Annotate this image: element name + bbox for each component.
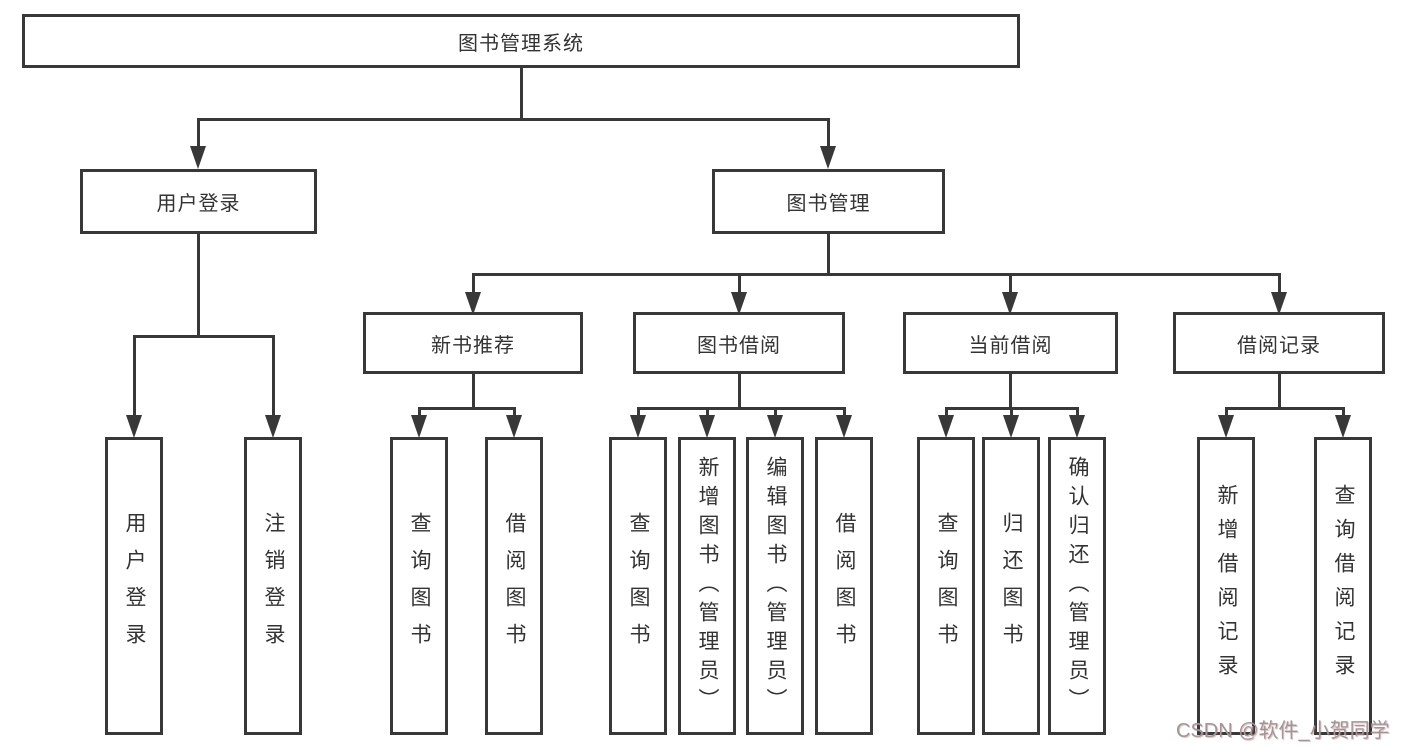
node-label: 图书管理系统 xyxy=(458,32,584,55)
node-label: 图书借阅 xyxy=(697,334,781,357)
node-label: 当前借阅 xyxy=(968,334,1053,357)
connector-leaf-drop xyxy=(637,407,640,416)
leaf-user-login: 用户登录 xyxy=(105,437,163,735)
node-label: 新书推荐 xyxy=(431,334,515,357)
node-new-book-recommend: 新书推荐 xyxy=(363,312,583,374)
connector-leaf-drop xyxy=(945,407,948,416)
connector-group-stub xyxy=(472,374,475,410)
connector-user-hline xyxy=(133,335,275,338)
node-label: 用户登录 xyxy=(123,512,146,660)
arrow-down-icon xyxy=(411,415,427,438)
node-book-management: 图书管理 xyxy=(712,169,945,234)
connector-group-hline xyxy=(1225,407,1344,410)
connector-leaf-drop xyxy=(1342,407,1345,416)
connector-leaf-drop xyxy=(1076,407,1079,416)
connector-root-stub xyxy=(520,68,523,121)
arrow-down-icon xyxy=(1003,415,1019,438)
connector-user-stub xyxy=(197,234,200,338)
leaf-edit-books-admin: 编辑图书（管理员） xyxy=(746,437,804,735)
connector-book-mgmt-drop xyxy=(827,118,830,147)
node-current-borrowing: 当前借阅 xyxy=(903,312,1118,374)
leaf-borrow-books-recommend: 借阅图书 xyxy=(485,437,543,735)
arrow-down-icon xyxy=(820,146,836,169)
connector-leaf-drop xyxy=(1225,407,1228,416)
node-label: 查询图书 xyxy=(627,512,650,660)
connector-group-stub xyxy=(1278,374,1281,410)
connector-user-login-drop xyxy=(197,118,200,147)
connector-leaf-drop xyxy=(513,407,516,416)
node-label: 新增图书（管理员） xyxy=(696,455,719,717)
leaf-logout: 注销登录 xyxy=(244,437,302,735)
connector-group-drop xyxy=(1278,273,1281,293)
connector-leaf-drop xyxy=(133,335,136,416)
leaf-borrow-books-borrowing: 借阅图书 xyxy=(815,437,873,735)
node-user-login: 用户登录 xyxy=(80,169,317,234)
node-label: 借阅记录 xyxy=(1237,334,1321,357)
node-label: 新增借阅记录 xyxy=(1215,484,1238,688)
node-label: 借阅图书 xyxy=(503,512,526,660)
arrow-down-icon xyxy=(836,415,852,438)
connector-mgmt-stub xyxy=(827,234,830,276)
connector-root-hline xyxy=(197,118,830,121)
arrow-down-icon xyxy=(938,415,954,438)
arrow-down-icon xyxy=(767,415,783,438)
node-library-system: 图书管理系统 xyxy=(22,14,1020,68)
connector-group-stub xyxy=(738,374,741,410)
arrow-down-icon xyxy=(465,292,481,315)
connector-group-drop xyxy=(1009,273,1012,293)
connector-leaf-drop xyxy=(774,407,777,416)
arrow-down-icon xyxy=(1271,292,1287,315)
node-label: 图书管理 xyxy=(786,193,871,215)
leaf-query-books-current: 查询图书 xyxy=(917,437,975,735)
arrow-down-icon xyxy=(1335,415,1351,438)
leaf-add-borrow-record: 新增借阅记录 xyxy=(1197,437,1255,735)
leaf-query-books-recommend: 查询图书 xyxy=(390,437,448,735)
node-label: 借阅图书 xyxy=(833,512,856,660)
arrow-down-icon xyxy=(1069,415,1085,438)
connector-leaf-drop xyxy=(418,407,421,416)
connector-group-stub xyxy=(1009,374,1012,410)
connector-leaf-drop xyxy=(272,335,275,416)
arrow-down-icon xyxy=(699,415,715,438)
arrow-down-icon xyxy=(1218,415,1234,438)
arrow-down-icon xyxy=(506,415,522,438)
leaf-query-borrow-record: 查询借阅记录 xyxy=(1314,437,1372,735)
node-label: 查询图书 xyxy=(408,512,431,660)
leaf-return-books: 归还图书 xyxy=(982,437,1040,735)
node-book-borrowing: 图书借阅 xyxy=(633,312,845,374)
leaf-confirm-return-admin: 确认归还（管理员） xyxy=(1048,437,1106,735)
arrow-down-icon xyxy=(630,415,646,438)
node-label: 查询借阅记录 xyxy=(1332,484,1355,688)
arrow-down-icon xyxy=(265,415,281,438)
connector-mgmt-hline xyxy=(472,273,1280,276)
node-borrowing-records: 借阅记录 xyxy=(1173,312,1385,374)
node-label: 查询图书 xyxy=(935,512,958,660)
arrow-down-icon xyxy=(126,415,142,438)
connector-group-hline xyxy=(418,407,516,410)
leaf-add-books-admin: 新增图书（管理员） xyxy=(678,437,736,735)
connector-group-hline xyxy=(637,407,845,410)
connector-group-drop xyxy=(472,273,475,293)
connector-leaf-drop xyxy=(843,407,846,416)
arrow-down-icon xyxy=(1002,292,1018,315)
node-label: 归还图书 xyxy=(1000,512,1023,660)
node-label: 注销登录 xyxy=(262,512,285,660)
arrow-down-icon xyxy=(190,146,206,169)
connector-group-drop xyxy=(738,273,741,293)
connector-leaf-drop xyxy=(1010,407,1013,416)
node-label: 确认归还（管理员） xyxy=(1066,455,1089,717)
arrow-down-icon xyxy=(731,292,747,315)
leaf-query-books-borrowing: 查询图书 xyxy=(609,437,667,735)
node-label: 用户登录 xyxy=(156,193,241,215)
csdn-watermark: CSDN @软件_小贺同学 xyxy=(1176,720,1390,742)
connector-leaf-drop xyxy=(706,407,709,416)
node-label: 编辑图书（管理员） xyxy=(764,455,787,717)
